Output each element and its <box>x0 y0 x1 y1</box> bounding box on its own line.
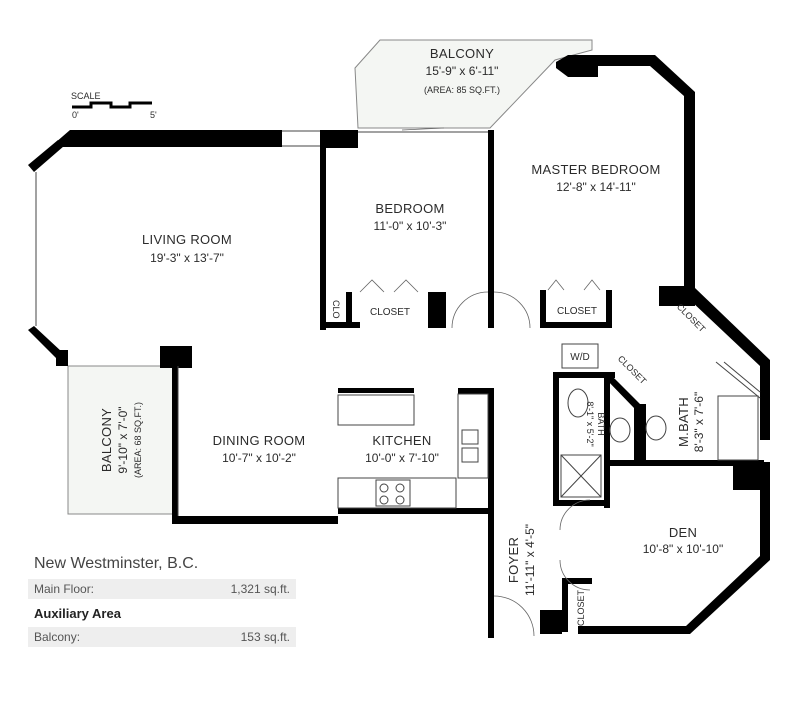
m-bath-name: M.BATH <box>676 397 691 447</box>
city-title: New Westminster, B.C. <box>34 555 199 572</box>
info-panel: New Westminster, B.C. Main Floor: 1,321 … <box>28 553 296 651</box>
room-kitchen: KITCHEN 10'-0" x 7'-10" <box>365 433 439 465</box>
room-master-bedroom: MASTER BEDROOM 12'-8" x 14'-11" <box>531 162 660 194</box>
hall-closet-label: CLOSET <box>616 354 649 387</box>
kitchen-dims: 10'-0" x 7'-10" <box>365 451 439 465</box>
balcony-left-area-text: (AREA: 68 SQ.FT.) <box>133 402 143 478</box>
living-room-dims: 19'-3" x 13'-7" <box>150 251 224 265</box>
balcony-top-name: BALCONY <box>430 46 494 61</box>
bath-dims: 8'-1" x 5'-2" <box>585 401 595 446</box>
bedroom-dims: 11'-0" x 10'-3" <box>374 219 447 233</box>
scale-bar: SCALE 0' 5' <box>71 91 157 120</box>
living-room-name: LIVING ROOM <box>142 232 232 247</box>
wd-label: W/D <box>570 352 589 363</box>
balcony-label: Balcony: <box>34 630 81 644</box>
clo-label: CLO <box>331 300 341 319</box>
bath-name: BATH <box>596 412 606 435</box>
bedroom-closet-label: CLOSET <box>370 307 410 318</box>
doors <box>359 127 601 637</box>
master-bedroom-dims: 12'-8" x 14'-11" <box>556 180 636 194</box>
balcony-left-dims: 9'-10" x 7'-0" <box>116 406 130 473</box>
balcony-value: 153 sq.ft. <box>240 630 290 644</box>
balcony-left-name: BALCONY <box>99 408 114 472</box>
scale-start: 0' <box>72 110 79 120</box>
walls <box>28 55 770 638</box>
master-closet-label: CLOSET <box>557 306 597 317</box>
room-dining: DINING ROOM 10'-7" x 10'-2" <box>213 433 306 465</box>
kitchen-name: KITCHEN <box>372 433 431 448</box>
m-bath-dims: 8'-3" x 7'-6" <box>692 392 706 452</box>
room-bath: BATH 8'-1" x 5'-2" <box>585 401 606 446</box>
auxiliary-area-title: Auxiliary Area <box>34 606 121 621</box>
main-floor-row: Main Floor: 1,321 sq.ft. <box>28 579 296 599</box>
room-bedroom: BEDROOM 11'-0" x 10'-3" <box>374 201 447 233</box>
main-floor-label: Main Floor: <box>34 582 95 596</box>
room-m-bath: M.BATH 8'-3" x 7'-6" <box>676 392 706 452</box>
fixtures <box>35 130 761 516</box>
main-floor-value: 1,321 sq.ft. <box>230 582 290 596</box>
room-foyer: FOYER 11'-11" x 4'-5" <box>506 524 537 596</box>
room-balcony-left: BALCONY 9'-10" x 7'-0" (AREA: 68 SQ.FT.) <box>99 402 143 478</box>
foyer-dims: 11'-11" x 4'-5" <box>523 524 537 596</box>
foyer-name: FOYER <box>506 537 521 583</box>
bedroom-name: BEDROOM <box>375 201 444 216</box>
den-name: DEN <box>669 525 697 540</box>
balcony-left-area <box>67 365 175 515</box>
room-den: DEN 10'-8" x 10'-10" <box>643 525 723 556</box>
master-bedroom-name: MASTER BEDROOM <box>531 162 660 177</box>
balcony-top-area-text: (AREA: 85 SQ.FT.) <box>424 85 500 95</box>
scale-label: SCALE <box>71 91 101 101</box>
balcony-top-dims: 15'-9" x 6'-11" <box>426 64 499 78</box>
room-living: LIVING ROOM 19'-3" x 13'-7" <box>142 232 232 265</box>
balcony-row: Balcony: 153 sq.ft. <box>28 627 296 647</box>
dining-room-name: DINING ROOM <box>213 433 306 448</box>
scale-end: 5' <box>150 110 157 120</box>
den-dims: 10'-8" x 10'-10" <box>643 542 723 556</box>
room-balcony-top: BALCONY 15'-9" x 6'-11" (AREA: 85 SQ.FT.… <box>424 46 500 95</box>
foyer-closet-label: CLOSET <box>576 589 586 626</box>
dining-room-dims: 10'-7" x 10'-2" <box>222 451 296 465</box>
